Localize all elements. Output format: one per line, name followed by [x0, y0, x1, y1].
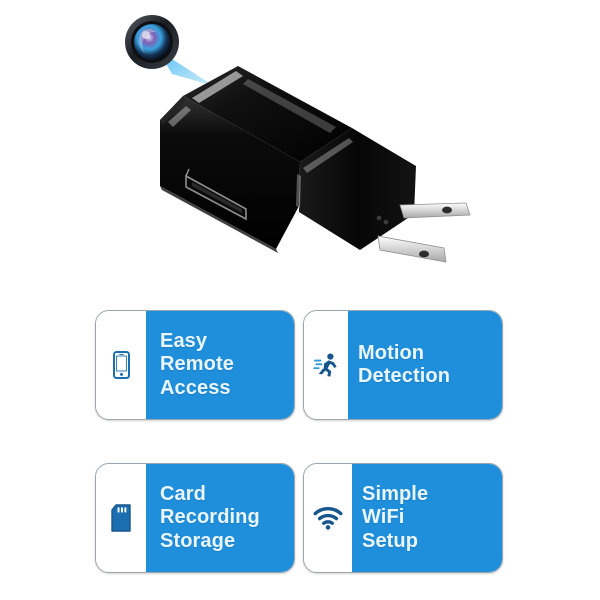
feature-label-line: Remote: [160, 353, 234, 376]
camera-lens-icon: [125, 15, 179, 69]
feature-label-line: Storage: [160, 529, 236, 552]
feature-card-motion-detection[interactable]: Motion Detection: [303, 310, 503, 420]
sd-card-icon: [110, 504, 132, 532]
feature-label-line: Easy: [160, 329, 208, 352]
feature-label-line: WiFi: [362, 506, 405, 529]
charger-front-face: [160, 96, 300, 249]
charger-prong-housing: [299, 128, 416, 250]
feature-text-pane: Easy Remote Access: [146, 311, 294, 419]
plug-prong-lower: [377, 235, 447, 263]
feature-label-line: Access: [160, 376, 231, 399]
feature-label-line: Recording: [160, 506, 260, 529]
feature-text-pane: Card Recording Storage: [146, 464, 294, 572]
feature-label-line: Simple: [362, 482, 429, 505]
wifi-icon: [313, 506, 343, 530]
feature-card-card-recording-storage[interactable]: Card Recording Storage: [95, 463, 295, 573]
feature-text-pane: Simple WiFi Setup: [352, 464, 502, 572]
product-hero-image: [125, 15, 471, 263]
feature-label-line: Card: [160, 482, 206, 505]
feature-icon-pane: [96, 464, 146, 572]
feature-card-simple-wifi-setup[interactable]: Simple WiFi Setup: [303, 463, 503, 573]
feature-text-pane: Motion Detection: [348, 311, 502, 419]
usb-port: [185, 168, 247, 221]
feature-label-line: Motion: [358, 341, 425, 364]
smartphone-icon: [112, 351, 130, 379]
feature-icon-pane: [96, 311, 146, 419]
feature-label-line: Setup: [362, 529, 419, 552]
feature-card-grid: Easy Remote Access: [95, 310, 505, 575]
charger-top-face: [183, 66, 352, 162]
running-person-icon: [313, 352, 339, 378]
feature-card-easy-remote-access[interactable]: Easy Remote Access: [95, 310, 295, 420]
charger-illustration: [125, 15, 471, 263]
feature-icon-pane: [304, 464, 352, 572]
feature-icon-pane: [304, 311, 348, 419]
feature-label-line: Detection: [358, 365, 451, 387]
plug-prong-upper: [399, 202, 471, 219]
